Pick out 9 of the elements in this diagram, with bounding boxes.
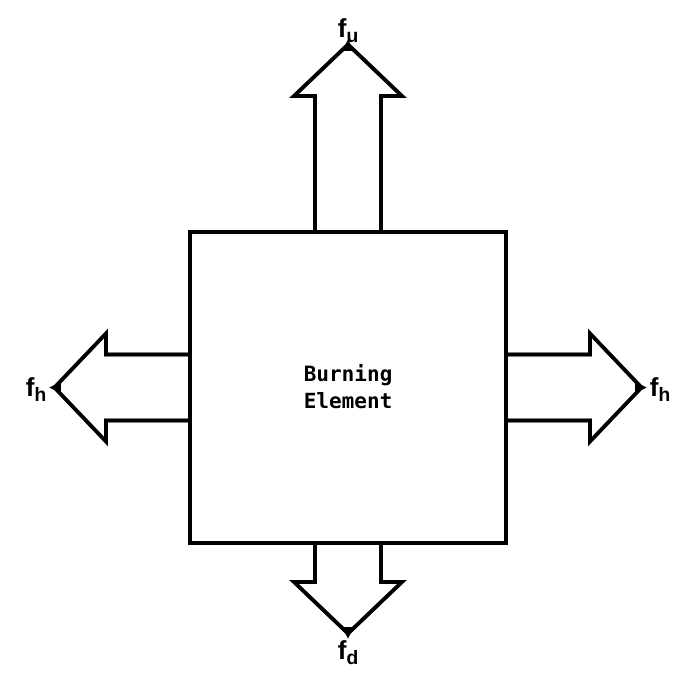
flux-label: f$_{h}$ (18, 371, 54, 403)
flux-label: f$_{d}$ (330, 634, 366, 666)
block-arrow (289, 543, 407, 639)
block-arrow (289, 39, 407, 232)
flux-label: f$_{h}$ (642, 371, 678, 403)
element-box: Burning Element (188, 230, 508, 545)
block-arrow (49, 328, 190, 446)
flux-label: f$_{u}$ (330, 12, 366, 44)
block-arrow (506, 328, 647, 446)
